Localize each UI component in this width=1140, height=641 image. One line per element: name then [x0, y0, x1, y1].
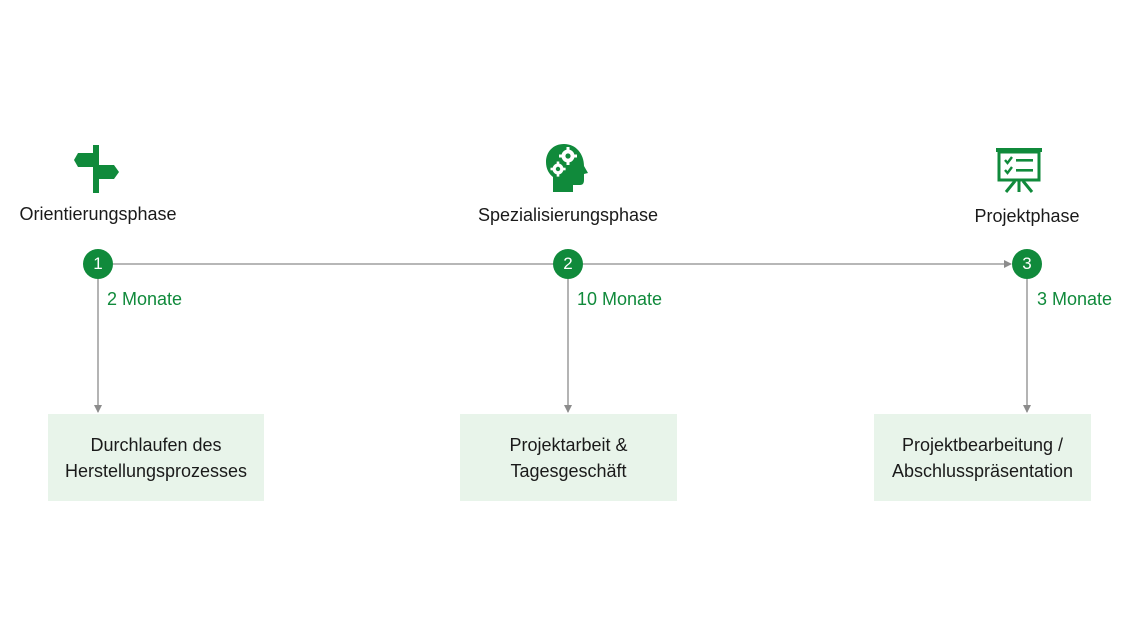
phase-box-2-line-1: Projektarbeit &: [509, 434, 628, 455]
phase-box-3-line-2: Abschlusspräsentation: [891, 460, 1074, 481]
signpost-icon: [74, 143, 122, 200]
phase-box-3-line-1: Projektbearbeitung /: [901, 434, 1064, 455]
phase-box-3: Projektbearbeitung / Abschlusspräsentati…: [874, 414, 1091, 501]
phase-box-2-line-2: Tagesgeschäft: [510, 460, 627, 481]
phase-box-1-line-2: Herstellungsprozesses: [64, 460, 248, 481]
phase-node-3: 3: [1012, 249, 1042, 279]
head-gears-icon: [544, 142, 592, 199]
phase-node-1: 1: [83, 249, 113, 279]
phase-title-spezialisierung: Spezialisierungsphase: [477, 205, 659, 225]
phase-duration-3: 3 Monate: [1037, 289, 1113, 309]
phase-box-1: Durchlaufen des Herstellungsprozesses: [48, 414, 264, 501]
phase-duration-2: 10 Monate: [577, 289, 663, 309]
presentation-board-icon: [995, 146, 1043, 199]
phase-title-projekt: Projektphase: [974, 206, 1080, 226]
phase-duration-1: 2 Monate: [107, 289, 183, 309]
phase-box-2: Projektarbeit & Tagesgeschäft: [460, 414, 677, 501]
phase-box-1-line-1: Durchlaufen des: [90, 434, 222, 455]
phase-node-2: 2: [553, 249, 583, 279]
phase-title-orientierung: Orientierungsphase: [19, 204, 177, 224]
